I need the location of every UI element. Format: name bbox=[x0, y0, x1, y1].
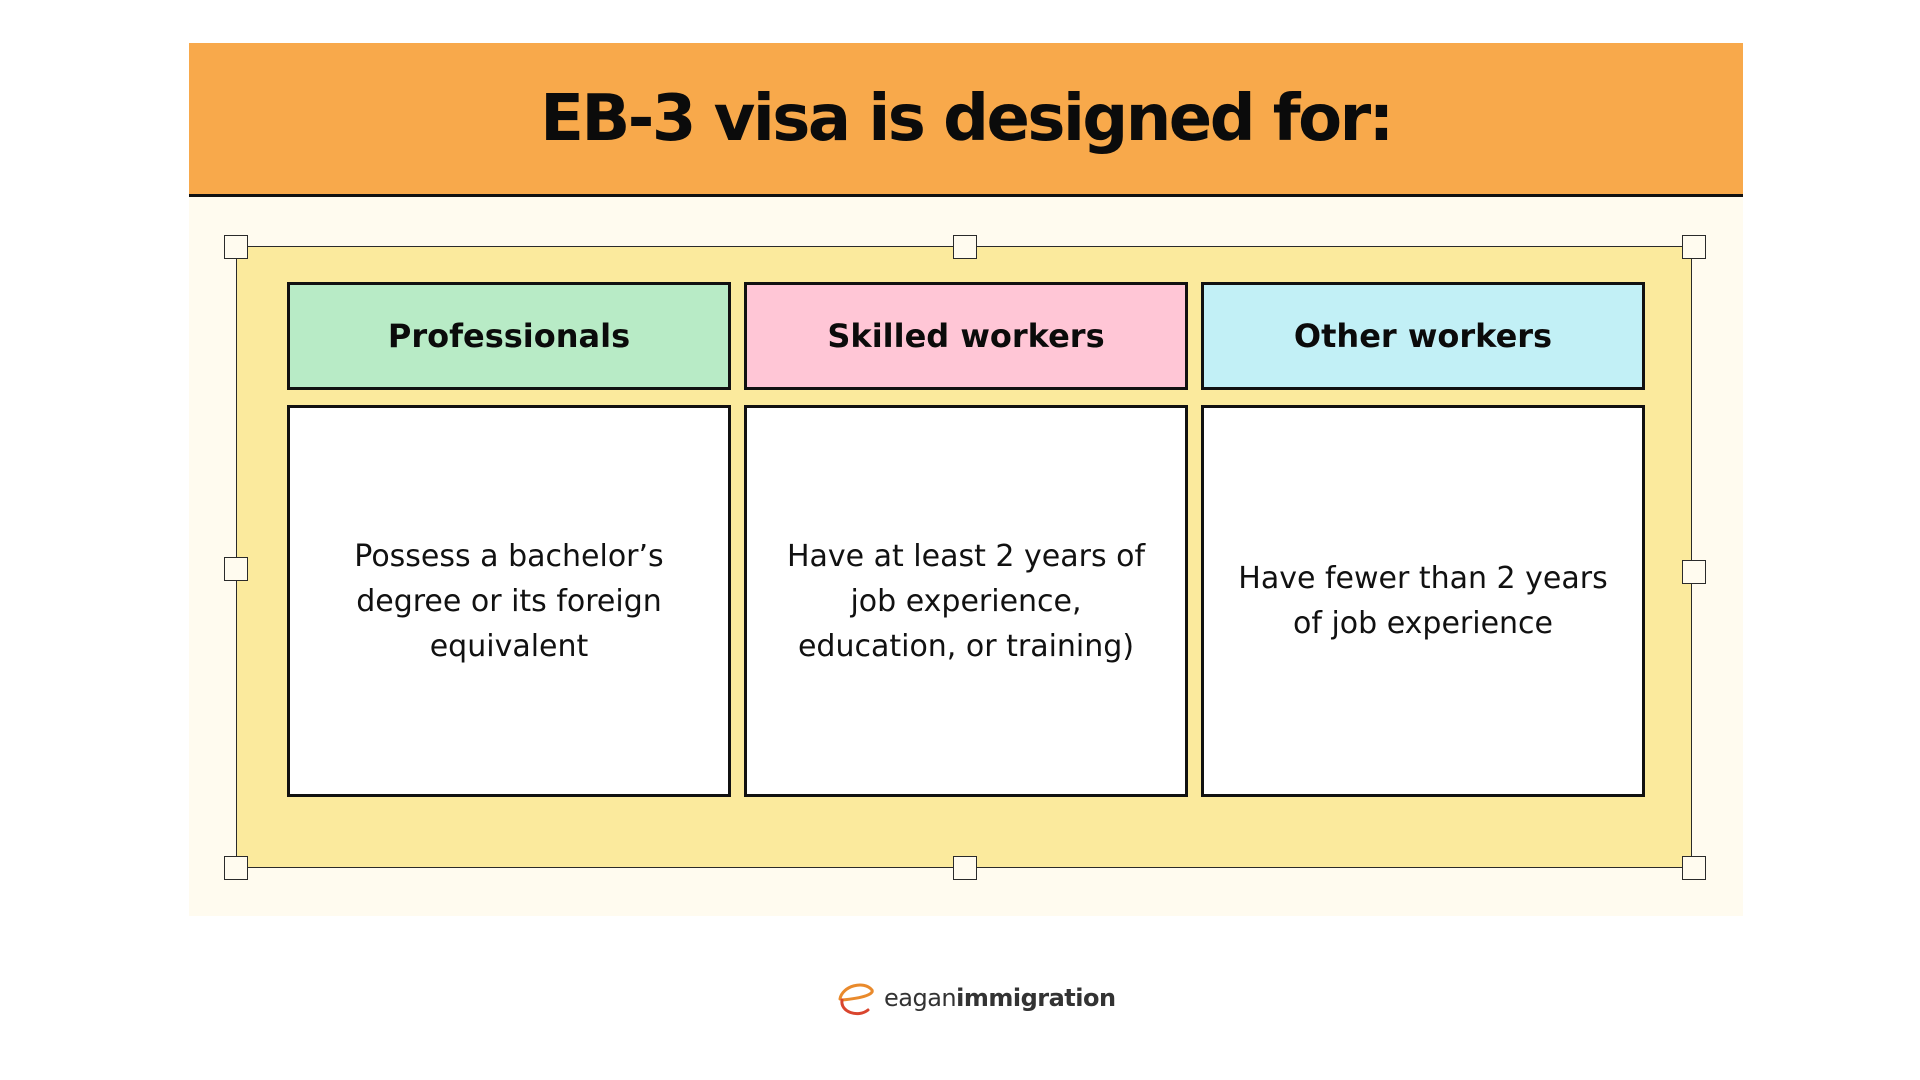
resize-handle-bottom-right[interactable] bbox=[1682, 856, 1706, 880]
logo-wordmark: eaganimmigration bbox=[884, 984, 1116, 1012]
resize-handle-bottom-left[interactable] bbox=[224, 856, 248, 880]
column-heading-skilled-workers: Skilled workers bbox=[744, 282, 1188, 390]
resize-handle-top-left[interactable] bbox=[224, 235, 248, 259]
column-description-other-workers: Have fewer than 2 years of job experienc… bbox=[1201, 405, 1645, 797]
eagan-immigration-logo: eaganimmigration bbox=[834, 975, 1116, 1021]
column-heading-other-workers: Other workers bbox=[1201, 282, 1645, 390]
page-title: EB-3 visa is designed for: bbox=[540, 81, 1394, 156]
eagan-e-logo-icon bbox=[834, 976, 878, 1020]
column-description-professionals: Possess a bachelor’s degree or its forei… bbox=[287, 405, 731, 797]
title-banner: EB-3 visa is designed for: bbox=[189, 43, 1743, 197]
resize-handle-top-right[interactable] bbox=[1682, 235, 1706, 259]
logo-word-immigration: immigration bbox=[956, 984, 1116, 1012]
column-description-skilled-workers: Have at least 2 years of job experience,… bbox=[744, 405, 1188, 797]
column-heading-professionals: Professionals bbox=[287, 282, 731, 390]
resize-handle-middle-left[interactable] bbox=[224, 557, 248, 581]
logo-word-eagan: eagan bbox=[884, 984, 957, 1012]
resize-handle-top-center[interactable] bbox=[953, 235, 977, 259]
resize-handle-middle-right[interactable] bbox=[1682, 560, 1706, 584]
resize-handle-bottom-center[interactable] bbox=[953, 856, 977, 880]
